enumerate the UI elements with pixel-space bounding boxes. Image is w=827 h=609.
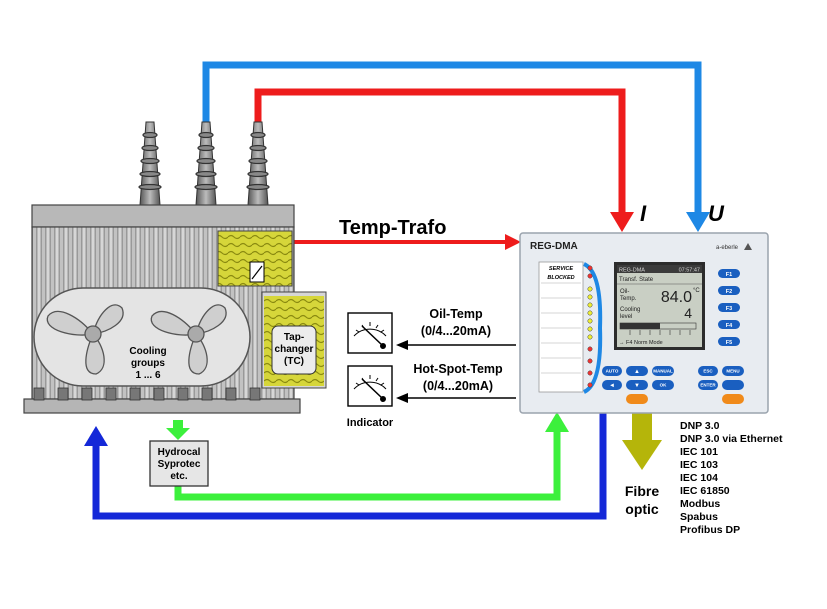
lcd-title: Transf. State [619,277,654,283]
protocol-item: DNP 3.0 via Ethernet [680,433,783,445]
temp-trafo-label: Temp-Trafo [339,217,446,239]
up-button[interactable] [626,366,648,376]
lcd-header-left: REG-DMA [619,268,645,274]
transformer: Tap- changer (TC) Cooling groups 1 ... 6 [23,121,327,414]
fan-icon-right [150,304,227,375]
protocol-item: IEC 103 [680,459,718,471]
fan-icon-left [46,304,124,375]
tap-changer-label-1: Tap- [284,332,304,343]
current-label: I [640,201,647,226]
hydrocal-box: Hydrocal Syprotec etc. [149,440,209,487]
voltage-label: U [708,201,725,226]
protocol-list: DNP 3.0 DNP 3.0 via Ethernet IEC 101 IEC… [680,420,783,536]
ok-label: OK [660,383,668,388]
current-line [254,88,634,232]
oil-temp-range: (0/4...20mA) [421,324,491,338]
f4-button[interactable] [718,320,740,329]
f2-button[interactable] [718,286,740,295]
hydrocal-line [166,412,569,501]
auto-label: AUTO [606,369,619,374]
menu-label: MENU [726,369,739,374]
device-brand: a-eberle [716,245,739,251]
f1-button[interactable] [718,269,740,278]
manual-button[interactable] [652,366,674,376]
right-button[interactable] [722,380,744,390]
protocol-item: IEC 101 [680,446,718,458]
f3-button[interactable] [718,303,740,312]
lcd-cooling-value: 4 [684,305,692,321]
reg-dma-device: REG-DMA a-eberle SERVICE BLOCKED [519,232,769,414]
up-label: ▲ [634,369,640,375]
hot-spot-label: Hot-Spot-Temp [413,362,503,376]
f3-label: F3 [726,306,732,312]
auto-button[interactable] [602,366,622,376]
hot-spot-range: (0/4...20mA) [423,379,493,393]
indicator-gauge-oil [347,312,393,354]
f1-label: F1 [726,272,732,278]
down-label: ▼ [634,383,640,389]
enter-button[interactable] [698,380,718,390]
tap-changer-label-3: (TC) [284,356,304,367]
ok-button[interactable] [652,380,674,390]
protocol-item: Modbus [680,498,720,510]
protocol-item: Profibus DP [680,524,740,536]
protocol-item: Spabus [680,511,718,523]
lcd-cooling-label-1: Cooling [620,307,640,313]
protocol-item: DNP 3.0 [680,420,720,432]
lcd-oil-label-1: Oil- [620,289,629,295]
protocol-item: IEC 61850 [680,485,730,497]
lcd-cooling-label-2: level [620,314,632,320]
control-line [84,412,607,520]
indicator-gauge-hotspot [347,365,393,407]
brand-logo-icon [744,243,752,250]
hydrocal-label-1: Hydrocal [158,447,201,458]
led-column [587,265,593,388]
left-label: ◄ [609,383,615,389]
f2-label: F2 [726,289,732,295]
fibre-optic-arrow [622,410,662,470]
cooling-label-1: Cooling [129,346,166,357]
lcd-footer: → F4 Norm Mode [619,340,663,346]
oil-temp-line [396,340,516,350]
lcd-oil-label-2: Temp. [620,296,637,302]
f-key-column: F1 F2 F3 F4 F5 [718,269,740,346]
tap-changer-label-2: changer [275,344,314,355]
device-name: REG-DMA [530,241,578,252]
esc-label: ESC [703,369,713,374]
lcd-oil-unit: °C [693,288,700,294]
indicator-label: Indicator [347,417,394,429]
bushing-2 [194,121,218,206]
hydrocal-label-2: Syprotec [158,459,201,470]
lcd-header-right: 07:57:47 [679,268,700,274]
left-button[interactable] [602,380,622,390]
bushing-3 [246,121,270,206]
fibre-optic-label-2: optic [625,501,659,517]
lcd-oil-value: 84.0 [661,289,692,306]
manual-label: MANUAL [653,369,673,374]
f5-label: F5 [726,340,732,346]
orange-button-left[interactable] [626,394,648,404]
service-label: SERVICE [549,266,573,272]
blocked-label: BLOCKED [547,275,574,281]
cooling-label-3: 1 ... 6 [135,370,160,381]
voltage-line [202,61,710,232]
cooling-label-2: groups [131,358,165,369]
protocol-item: IEC 104 [680,472,718,484]
f4-label: F4 [726,323,733,329]
lcd-display: REG-DMA 07:57:47 Transf. State Oil- Temp… [614,262,705,350]
hot-spot-line [396,393,516,403]
fibre-optic-label-1: Fibre [625,483,659,499]
hydrocal-label-3: etc. [170,471,187,482]
control-buttons: AUTO ▲ MANUAL ◄ ▼ OK ESC MENU ENTER [602,366,744,404]
bushing-1 [138,121,162,206]
menu-button[interactable] [722,366,744,376]
f5-button[interactable] [718,337,740,346]
oil-temp-label: Oil-Temp [429,307,483,321]
down-button[interactable] [626,380,648,390]
enter-label: ENTER [700,383,716,388]
esc-button[interactable] [698,366,718,376]
orange-button-right[interactable] [722,394,744,404]
temp-trafo-line [254,234,521,268]
